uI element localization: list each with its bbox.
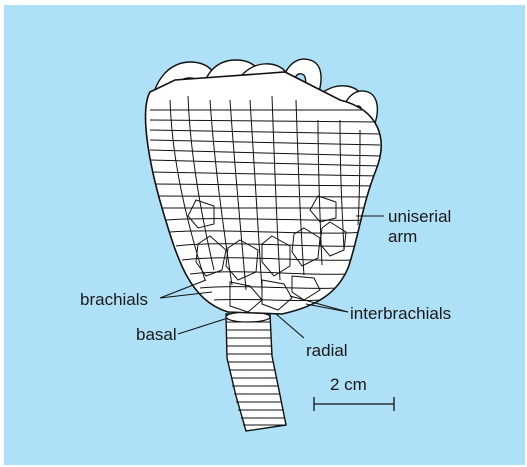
label-uniserial: uniserial — [388, 207, 451, 226]
label-radial: radial — [306, 341, 348, 360]
label-interbrachials: interbrachials — [350, 304, 451, 323]
crown — [146, 59, 382, 314]
scale-bar — [314, 397, 394, 411]
leader-basal — [178, 318, 228, 334]
label-arm: arm — [388, 227, 417, 246]
label-basal: basal — [136, 325, 177, 344]
leader-radial — [276, 314, 304, 338]
leader-interbrachials-2 — [306, 304, 348, 312]
scale-bar-label: 2 cm — [330, 375, 367, 394]
label-brachials: brachials — [80, 290, 148, 309]
stem — [226, 312, 286, 431]
